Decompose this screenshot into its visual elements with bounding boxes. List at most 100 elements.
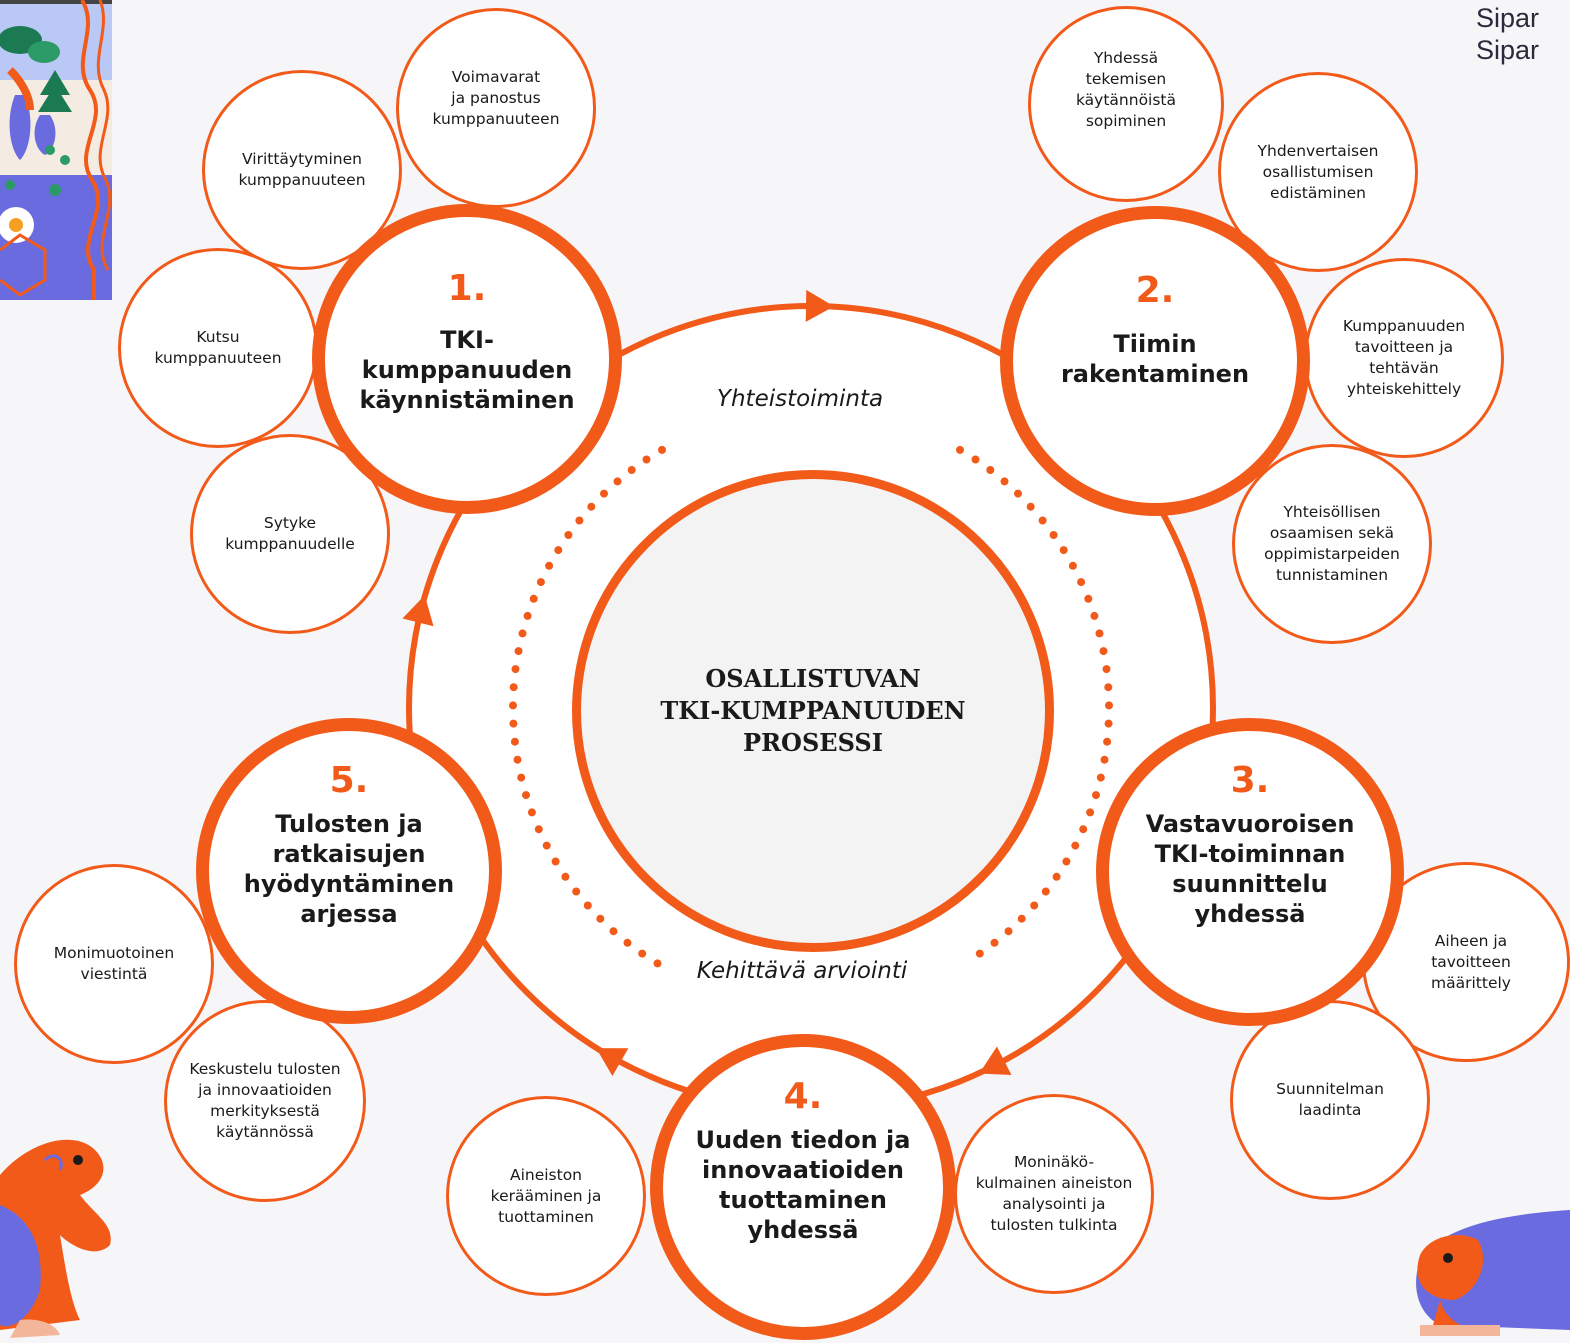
stage-title-line: rakentaminen xyxy=(1060,360,1250,388)
satellite-line: tekemisen xyxy=(1085,70,1167,88)
flow-arrow-icon xyxy=(979,1046,1012,1076)
ring-dot xyxy=(990,938,999,947)
flow-arrow-icon xyxy=(402,595,434,627)
stage-title-line: Vastavuoroisen xyxy=(1145,810,1355,838)
satellite-line: käytännössä xyxy=(216,1123,314,1141)
ring-dot xyxy=(1052,872,1061,881)
satellite-line: Suunnitelman xyxy=(1276,1080,1384,1098)
satellite-keskustelu: Keskustelu tulosten ja innovaatioiden me… xyxy=(164,1000,366,1202)
stage-title-line: ratkaisujen xyxy=(272,840,426,868)
ring-dot xyxy=(1049,531,1058,539)
ring-dot xyxy=(518,629,527,638)
ring-dot xyxy=(623,938,632,947)
satellite-line: Yhdessä xyxy=(1093,49,1159,67)
satellite-line: Aineiston xyxy=(509,1165,583,1184)
illustration-thumbnail xyxy=(0,0,112,300)
satellite-line: ja panostus xyxy=(451,88,541,107)
ring-dot xyxy=(1059,546,1068,555)
satellite-aineiston: Aineiston kerääminen ja tuottaminen xyxy=(446,1096,646,1296)
ring-dot xyxy=(509,719,518,728)
ring-dot xyxy=(596,914,605,923)
satellite-line: kulmainen aineiston xyxy=(975,1174,1133,1192)
ring-dot xyxy=(572,887,581,896)
stage-title-line: Tulosten ja xyxy=(275,810,423,838)
ring-dot xyxy=(627,466,636,474)
ring-dot xyxy=(554,546,563,555)
ring-dot xyxy=(642,455,651,464)
illustration-animal-right xyxy=(1416,1210,1570,1336)
ring-dot xyxy=(1030,901,1039,910)
flow-arrow-icon xyxy=(596,1048,629,1076)
satellite-line: Moninäkö- xyxy=(1013,1153,1095,1171)
center-title-line: OSALLISTUVAN xyxy=(705,664,921,693)
ring-dot xyxy=(1090,611,1099,620)
satellite-line: osaamisen sekä xyxy=(1269,524,1395,542)
satellite-kumppanuuden-tavoitteen: Kumppanuuden tavoitteen ja tehtävän yhte… xyxy=(1304,258,1504,458)
satellite-line: viestintä xyxy=(80,965,148,983)
satellite-line: kerääminen ja xyxy=(490,1186,602,1205)
satellite-line: määrittely xyxy=(1431,973,1511,992)
satellite-line: osallistumisen xyxy=(1262,162,1374,181)
ring-dot xyxy=(523,611,532,620)
center-title-line: TKI-KUMPPANUUDEN xyxy=(660,696,966,725)
ring-dot xyxy=(1026,502,1035,511)
ring-dot xyxy=(1062,857,1071,866)
satellite-line: Keskustelu tulosten xyxy=(189,1060,341,1078)
stage-title: Vastavuoroisen TKI-toiminnan suunnittelu… xyxy=(1146,809,1355,929)
ring-dot xyxy=(1038,516,1047,525)
ring-dot xyxy=(575,516,584,525)
stage-number: 1. xyxy=(447,268,487,309)
satellite-line: yhteiskehittely xyxy=(1346,380,1462,398)
ring-label-top: Yhteistoiminta xyxy=(716,386,884,412)
satellite-line: tavoitteen xyxy=(1431,952,1511,971)
satellite-line: sopiminen xyxy=(1085,112,1167,130)
ring-dot xyxy=(1096,773,1105,782)
stage-title-line: tuottaminen xyxy=(719,1186,887,1214)
illustration-animal-left xyxy=(0,1139,111,1338)
ring-dot xyxy=(1100,755,1109,764)
stage-title: Tiimin rakentaminen xyxy=(1061,329,1249,389)
satellite-yhdenvertaisen: Yhdenvertaisen osallistumisen edistämine… xyxy=(1218,72,1418,272)
satellite-monimuotoinen: Monimuotoinen viestintä xyxy=(14,864,214,1064)
ring-dot xyxy=(534,825,543,834)
satellite-yhdessa-tekemisen: Yhdessä tekemisen käytännöistä sopiminen xyxy=(1028,6,1224,202)
ring-dot xyxy=(514,647,523,656)
ring-dot xyxy=(561,872,570,881)
ring-dot xyxy=(517,773,526,782)
corner-text-line: Sipar xyxy=(1476,3,1540,33)
stage-title-line: suunnittelu xyxy=(1172,870,1328,898)
satellite-line: käytännöistä xyxy=(1075,91,1177,109)
stage-title-line: TKI-toiminnan xyxy=(1154,840,1346,868)
satellite-line: tuottaminen xyxy=(498,1207,594,1226)
stage-number: 4. xyxy=(783,1076,823,1117)
ring-dot xyxy=(1086,808,1095,817)
satellite-line: tavoitteen ja xyxy=(1354,338,1454,356)
satellite-kutsu: Kutsu kumppanuuteen xyxy=(118,248,318,448)
satellite-line: Kumppanuuden xyxy=(1342,317,1466,335)
stage-title-line: käynnistäminen xyxy=(359,386,575,414)
stage-5-circle: 5. Tulosten ja ratkaisujen hyödyntäminen… xyxy=(196,718,502,1024)
satellite-line: kumppanuuteen xyxy=(238,171,366,189)
stage-title-line: innovaatioiden xyxy=(702,1156,904,1184)
ring-dot xyxy=(587,502,596,511)
satellite-aiheen: Aiheen ja tavoitteen määrittely xyxy=(1362,862,1570,1062)
ring-dot xyxy=(529,594,538,603)
center-title: OSALLISTUVAN TKI-KUMPPANUUDEN PROSESSI xyxy=(660,663,965,759)
ring-dot xyxy=(658,445,666,454)
ring-dot xyxy=(1000,477,1009,486)
ring-dot xyxy=(1068,561,1077,570)
ring-dot xyxy=(542,841,551,850)
ring-dot xyxy=(609,927,618,936)
stage-number: 2. xyxy=(1135,270,1175,311)
satellite-suunnitelman: Suunnitelman laadinta xyxy=(1230,1000,1430,1200)
stage-number: 5. xyxy=(329,760,369,801)
satellite-virittaytyminen: Virittäytyminen kumppanuuteen xyxy=(202,70,402,270)
ring-dot xyxy=(513,755,522,764)
stage-title-line: Tiimin xyxy=(1113,330,1197,358)
ring-dot xyxy=(545,561,554,570)
ring-dot xyxy=(522,791,530,800)
corner-text: Sipar Sipar xyxy=(1476,2,1539,66)
stage-title: TKI-kumppanuuden käynnistäminen xyxy=(337,325,597,415)
stage-title-line: yhdessä xyxy=(1194,900,1306,928)
